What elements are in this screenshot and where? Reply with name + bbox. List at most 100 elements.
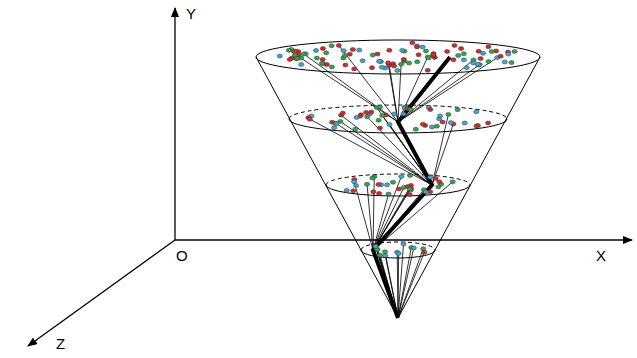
axis-label: Z [56,336,65,351]
particle-dot [295,57,300,61]
particle-dot [387,123,392,127]
particle-dot [436,185,441,189]
particle-dot [474,110,479,114]
particle-dot [380,114,385,118]
particle-dot [459,47,464,51]
particle-dot [332,126,337,130]
particle-dot [509,61,514,65]
particle-dot [414,45,419,49]
particle-dot [387,48,392,52]
particle-dot [383,254,388,258]
particle-dot [373,245,378,249]
particle-dot [428,108,433,112]
particle-dot [428,175,433,179]
fan-line [389,65,398,122]
particle-dot [351,189,356,193]
particle-dot [353,127,358,131]
level-ellipse [256,40,540,74]
particle-dot [377,59,382,63]
particle-dot [423,190,428,194]
particle-dot [392,112,397,116]
particle-dot [440,120,445,124]
particle-dot [407,193,412,197]
axis-label: Y [186,6,196,21]
particle-dot [411,246,416,250]
particle-dot [461,58,466,62]
particle-dot [410,41,415,45]
particle-dot [292,49,297,53]
particle-dot [451,58,456,62]
particle-dot [401,112,406,116]
particle-dot [350,48,355,52]
particle-dot [360,59,365,63]
fan-line [398,64,401,122]
particle-dot [433,177,438,181]
particle-dot [377,253,382,257]
particle-dot [407,61,412,65]
particle-dot [431,54,436,58]
particle-dot [420,122,425,126]
particle-dot [408,108,413,112]
particle-dot [415,60,420,64]
particle-dot [320,58,325,62]
particle-dot [301,52,306,56]
fan-line [354,182,373,250]
particle-dot [478,57,483,61]
particle-dot [452,43,457,47]
particle-dot [512,49,517,53]
particle-dot [422,250,427,254]
particle-dot [386,192,391,196]
fan-line [373,185,411,250]
particle-dot [353,184,358,188]
particle-dot [471,61,476,65]
particle-dot [395,69,400,73]
fan-line [432,124,453,185]
particle-dot [320,47,325,51]
particle-dot [377,105,382,109]
particle-dot [294,57,299,61]
particle-dot [382,250,387,254]
level-ellipse-back [326,174,470,185]
fan-line [289,50,398,122]
particle-dot [307,117,312,121]
particle-dot [377,126,382,130]
particle-dot [352,180,357,184]
particle-dot [396,251,401,255]
level-ellipse-front [326,185,470,196]
particle-dot [344,188,349,192]
particle-dot [489,50,494,54]
particle-dot [423,49,428,53]
particle-dot [329,44,334,48]
particle-dot [314,56,319,60]
particle-dot [464,66,469,70]
particle-dot [347,52,352,56]
particle-dot [377,191,382,195]
particle-dot [320,62,325,66]
particle-dot [506,52,511,56]
particle-dot [445,50,450,54]
particle-dot [448,121,453,125]
particle-dot [475,124,480,128]
fan-line [340,121,432,185]
particle-dot [299,62,304,66]
fan-line [367,184,373,250]
particle-dot [502,60,507,64]
particle-dot [413,127,418,131]
particle-dot [324,51,329,55]
particle-dot [486,60,491,64]
particle-dot [319,62,324,66]
axis-label: O [176,248,188,263]
particle-dot [336,43,341,47]
particle-dot [401,242,406,246]
particle-dot [357,48,362,52]
particle-dot [343,63,348,67]
particle-dot [480,51,485,55]
particle-dot [341,49,346,53]
particle-dot [352,67,357,71]
particle-dot [371,190,376,194]
particle-dot [390,180,395,184]
particle-dot [425,68,430,72]
particle-dot [376,118,381,122]
particle-dot [461,52,466,56]
particle-dot [400,48,405,52]
